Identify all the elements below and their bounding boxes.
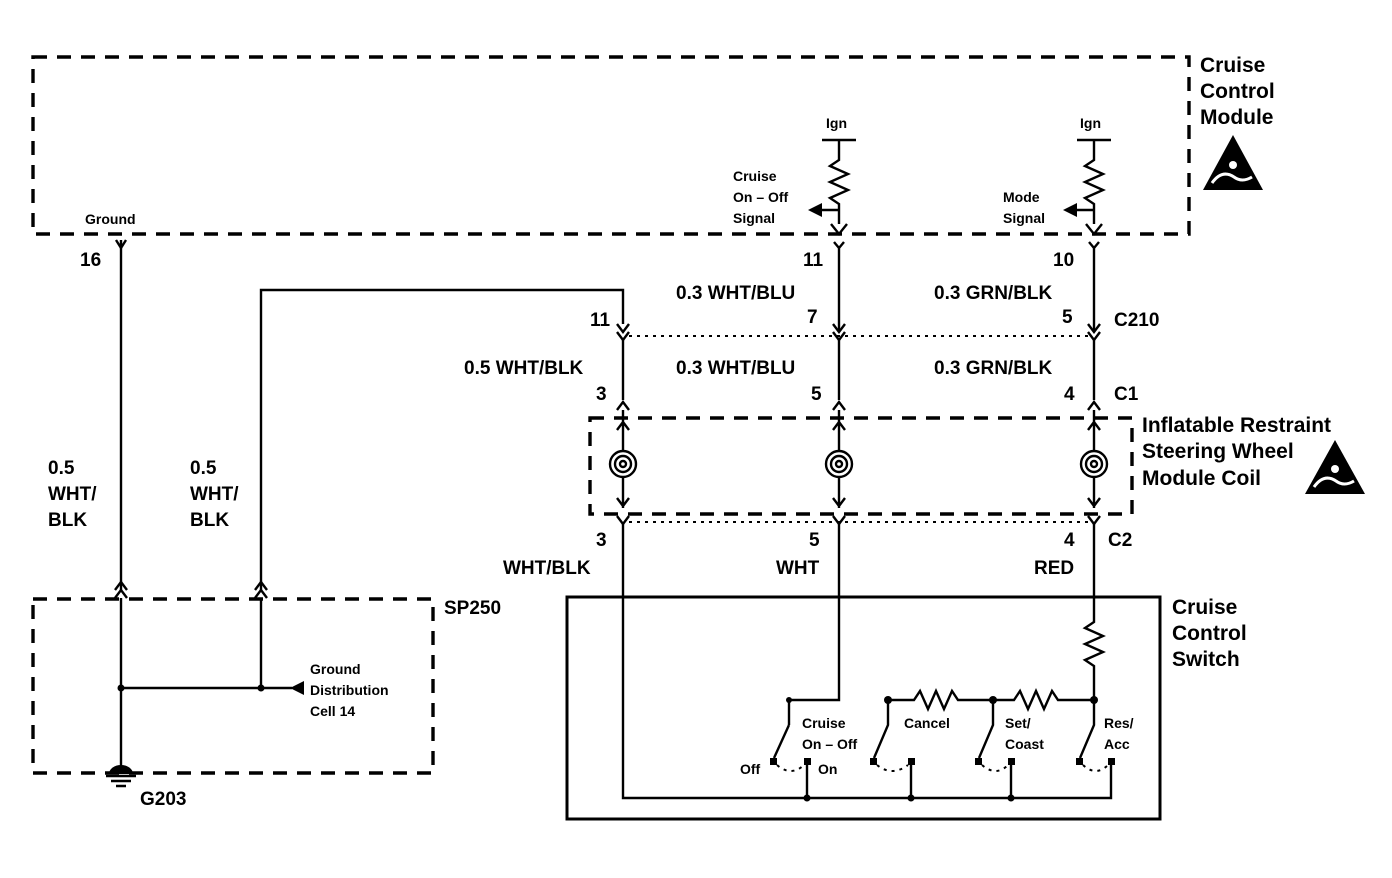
on-label: On	[818, 761, 837, 777]
wire-cruise-module: 0.3 WHT/BLU	[676, 283, 795, 304]
module-label-line2: Control	[1200, 80, 1275, 103]
switch-cancel	[870, 700, 915, 802]
cancel-label: Cancel	[904, 715, 950, 731]
module-label-line3: Module	[1200, 106, 1274, 129]
c1-pin-4: 4	[1064, 384, 1075, 405]
ground-label: Ground	[85, 211, 136, 227]
res-label-line2: Acc	[1104, 736, 1130, 752]
c210-pin-5: 5	[1062, 307, 1073, 328]
splice-label: SP250	[444, 598, 501, 619]
coil-label-line2: Steering Wheel	[1142, 440, 1294, 463]
switch-set-coast	[975, 700, 1015, 802]
cruise-signal-line3: Signal	[733, 210, 775, 226]
onoff-label-line2: On – Off	[802, 736, 858, 752]
mode-signal-arrow-icon	[1063, 203, 1077, 217]
c210-label: C210	[1114, 310, 1159, 331]
mode-signal-line2: Signal	[1003, 210, 1045, 226]
c2-label: C2	[1108, 530, 1132, 551]
c2-color-ground: WHT/BLK	[503, 558, 591, 579]
switch-label-line3: Switch	[1172, 648, 1240, 671]
ign-left-label: Ign	[826, 115, 847, 131]
switch-label-line1: Cruise	[1172, 596, 1237, 619]
esd-warning-icon	[1305, 440, 1365, 494]
switch-label-line2: Control	[1172, 622, 1247, 645]
c210-pin-11: 11	[590, 310, 611, 331]
pin-10-module: 10	[1053, 250, 1074, 271]
coil-channel-ground	[608, 410, 638, 508]
c210-pin-7: 7	[807, 307, 818, 328]
off-label: Off	[740, 761, 761, 777]
cruise-control-switch-box	[565, 595, 1162, 821]
wire-grn-blk: 0.3 GRN/BLK	[934, 358, 1053, 379]
splice-box-sp250	[31, 597, 435, 775]
onoff-label-line1: Cruise	[802, 715, 846, 731]
ground-dist-line1: Ground	[310, 661, 361, 677]
wire-wht-blu: 0.3 WHT/BLU	[676, 358, 795, 379]
switch-cruise-onoff	[770, 724, 811, 802]
coil-label-line1: Inflatable Restraint	[1142, 414, 1331, 437]
left-wire1-line2: WHT/	[48, 484, 97, 505]
esd-warning-icon	[1203, 135, 1263, 190]
cruise-signal-line1: Cruise	[733, 168, 777, 184]
ground-distribution-arrow-icon	[290, 681, 304, 695]
ground-point-label: G203	[140, 789, 186, 810]
left-wire2-line3: BLK	[190, 510, 229, 531]
coil-channel-cruise	[824, 410, 854, 508]
wire-mode-module: 0.3 GRN/BLK	[934, 283, 1053, 304]
pin-16: 16	[80, 250, 101, 271]
left-wire2-line1: 0.5	[190, 458, 217, 479]
ign-right-label: Ign	[1080, 115, 1101, 131]
wire-wht-blk: 0.5 WHT/BLK	[464, 358, 584, 379]
coil-label-line3: Module Coil	[1142, 467, 1261, 490]
ground-symbol-icon	[106, 765, 136, 788]
ground-dist-line2: Distribution	[310, 682, 389, 698]
c2-pin-5: 5	[809, 530, 820, 551]
left-wire1-line3: BLK	[48, 510, 87, 531]
c2-color-mode: RED	[1034, 558, 1074, 579]
coil-module-box	[588, 416, 1134, 516]
c1-pin-3: 3	[596, 384, 607, 405]
pin-11-module: 11	[803, 250, 824, 271]
left-wire1-line1: 0.5	[48, 458, 75, 479]
left-wire2-line2: WHT/	[190, 484, 239, 505]
set-label-line2: Coast	[1005, 736, 1044, 752]
cruise-signal-line2: On – Off	[733, 189, 789, 205]
cruise-control-module-box	[31, 55, 1191, 236]
module-label-line1: Cruise	[1200, 54, 1265, 77]
c1-label: C1	[1114, 384, 1139, 405]
switch-res-acc	[1076, 700, 1115, 772]
mode-signal-line1: Mode	[1003, 189, 1040, 205]
c1-pin-5: 5	[811, 384, 822, 405]
res-label-line1: Res/	[1104, 715, 1134, 731]
ground-dist-line3: Cell 14	[310, 703, 355, 719]
cruise-signal-arrow-icon	[808, 203, 822, 217]
c2-pin-3: 3	[596, 530, 607, 551]
set-label-line1: Set/	[1005, 715, 1031, 731]
coil-channel-mode	[1079, 410, 1109, 508]
c2-pin-4: 4	[1064, 530, 1075, 551]
c2-color-cruise: WHT	[776, 558, 820, 579]
